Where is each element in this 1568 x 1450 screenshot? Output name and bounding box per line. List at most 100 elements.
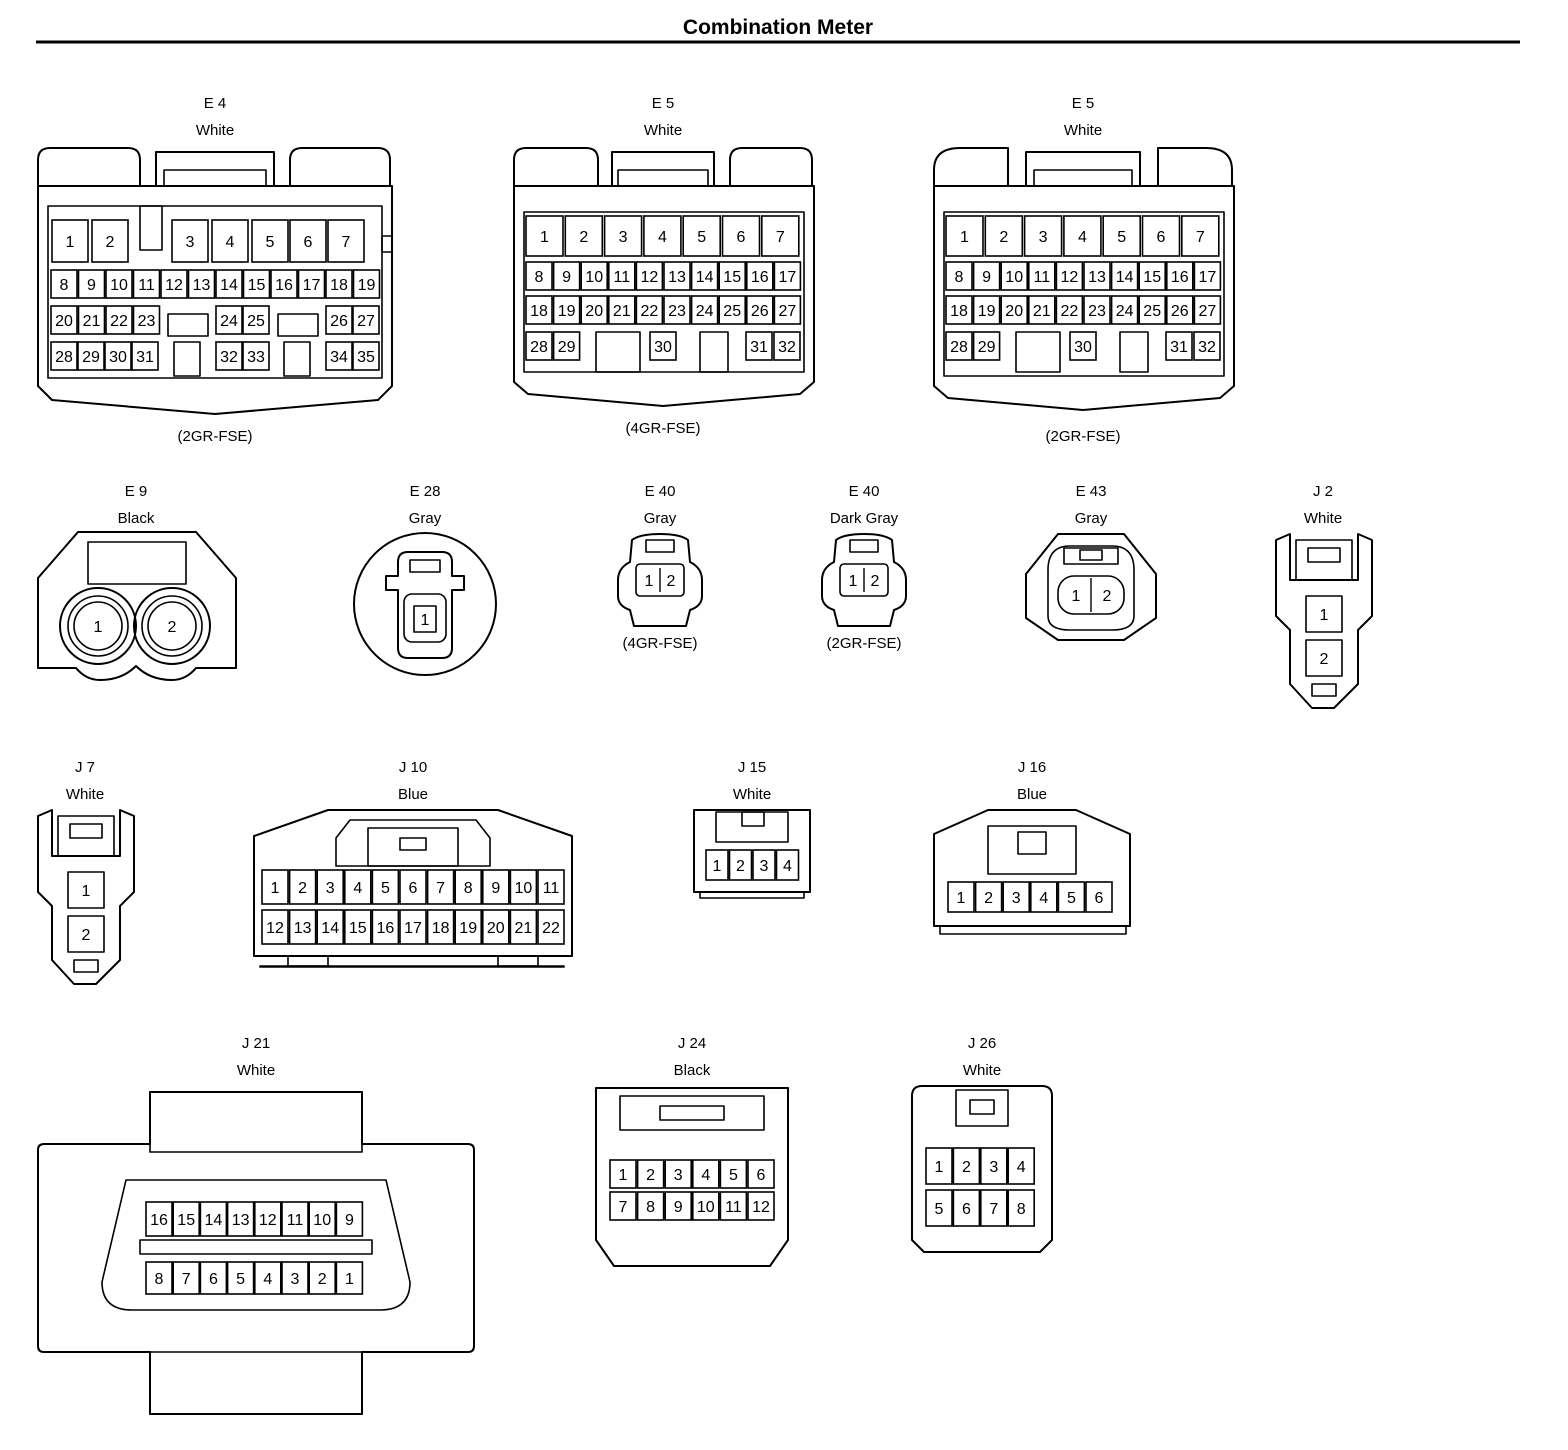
pin-cavity [50,269,78,299]
pin-label: 3 [1012,890,1021,907]
key [139,205,163,251]
connector-j2: J 2 White 1 2 [1275,483,1373,709]
latch-slot [659,1105,725,1121]
pin-label: 6 [737,229,746,246]
pin-cavity [664,1159,693,1189]
pin-label: 2 [318,1271,327,1288]
pin-cavity [1055,261,1084,291]
pin-cavity [399,869,427,905]
connector-id: J 21 [242,1035,270,1052]
housing-tab [933,147,1009,187]
pin-cavity [760,215,800,257]
pin-cavity [1141,215,1181,257]
housing-tab [289,147,391,187]
pin-label: 23 [1088,303,1106,320]
pin-cavity [105,269,133,299]
latch [409,559,441,573]
pin-label: 21 [515,920,533,937]
pin-field [47,205,383,379]
pin-label: 11 [1033,269,1050,286]
pin-cavity [691,1159,720,1189]
connector-id: J 10 [399,759,427,776]
latch [1025,151,1141,187]
pin-label: 8 [1017,1201,1026,1218]
pin-label: 25 [247,313,265,330]
connector-id: E 9 [125,483,148,500]
recess [1015,331,1061,373]
pin-cavity [972,331,1001,361]
pin-cavity [719,1191,748,1221]
pin-cavity [145,1261,173,1295]
blank-cavity [277,313,319,337]
pin-label: 19 [978,303,996,320]
connector-j7: J 7 White 1 2 [37,759,135,985]
pin-cavity [984,215,1024,257]
pin-cavity [316,909,345,945]
pin-cavity [663,261,691,291]
pin-cavity [371,869,400,905]
connector-color: Black [118,510,155,527]
connector-id: J 7 [75,759,95,776]
connector-color: Gray [409,510,442,527]
pin-label: 35 [357,349,375,366]
latch [1295,539,1353,581]
pin-label: 16 [377,920,395,937]
pin-label: 12 [752,1199,770,1216]
pin-label: 25 [1143,303,1161,320]
pin-cavity [454,909,483,945]
pin-label: 2 [579,229,588,246]
pin-label: 10 [313,1212,331,1229]
pin-label: 18 [330,277,348,294]
pin-cavity [251,219,289,263]
pin-label: 2 [736,858,745,875]
housing [37,1091,475,1415]
connector-color: White [1304,510,1342,527]
pin-label: 8 [955,269,964,286]
connector-id: E 28 [410,483,441,500]
pin-label: 19 [558,303,576,320]
pin-cavity [242,305,270,335]
pin-label: 21 [1033,303,1051,320]
pin-cavity [979,1147,1008,1185]
pin-label: 20 [585,303,603,320]
pin-cavity [752,849,776,881]
pin-label: 11 [287,1212,304,1229]
pin-cavity [636,1191,665,1221]
pin-label: 9 [87,277,96,294]
pin-1 [73,601,123,651]
pin-cavity [215,305,243,335]
pin-cavity [1085,881,1113,913]
pin-label: 3 [989,1159,998,1176]
pin-cavity [50,305,78,335]
pin-cavity [525,295,553,325]
pin-cavity [325,305,353,335]
pin-label: 14 [696,269,714,286]
pin-label: 5 [381,880,390,897]
pin-label: 32 [1198,339,1216,356]
pin-cavity [925,1189,953,1227]
pin-cavity [51,219,89,263]
pin-cavity [682,215,722,257]
pin-cavity [1057,575,1125,615]
pin-label: 22 [1061,303,1079,320]
pin-cavity [1165,331,1193,361]
pin-label: 4 [701,1167,710,1184]
pin-cavity [335,1261,364,1295]
pin-label: 1 [960,229,969,246]
pin-label: 34 [330,349,348,366]
connector-e40-dark-gray: E 40 Dark Gray 1 2 (2GR-FSE) [821,483,907,652]
pin-cavity [352,341,380,371]
pin-cavity [1002,881,1031,913]
pin-cavity [91,219,129,263]
pin-1 [1305,595,1343,633]
pin-cavity [1007,1147,1036,1185]
pin-cavity [399,909,427,945]
pin-cavity [1193,331,1221,361]
lock [1311,683,1337,697]
pin-cavity [297,269,326,299]
pin-label: 3 [619,229,628,246]
pin-label: 1 [66,234,75,251]
